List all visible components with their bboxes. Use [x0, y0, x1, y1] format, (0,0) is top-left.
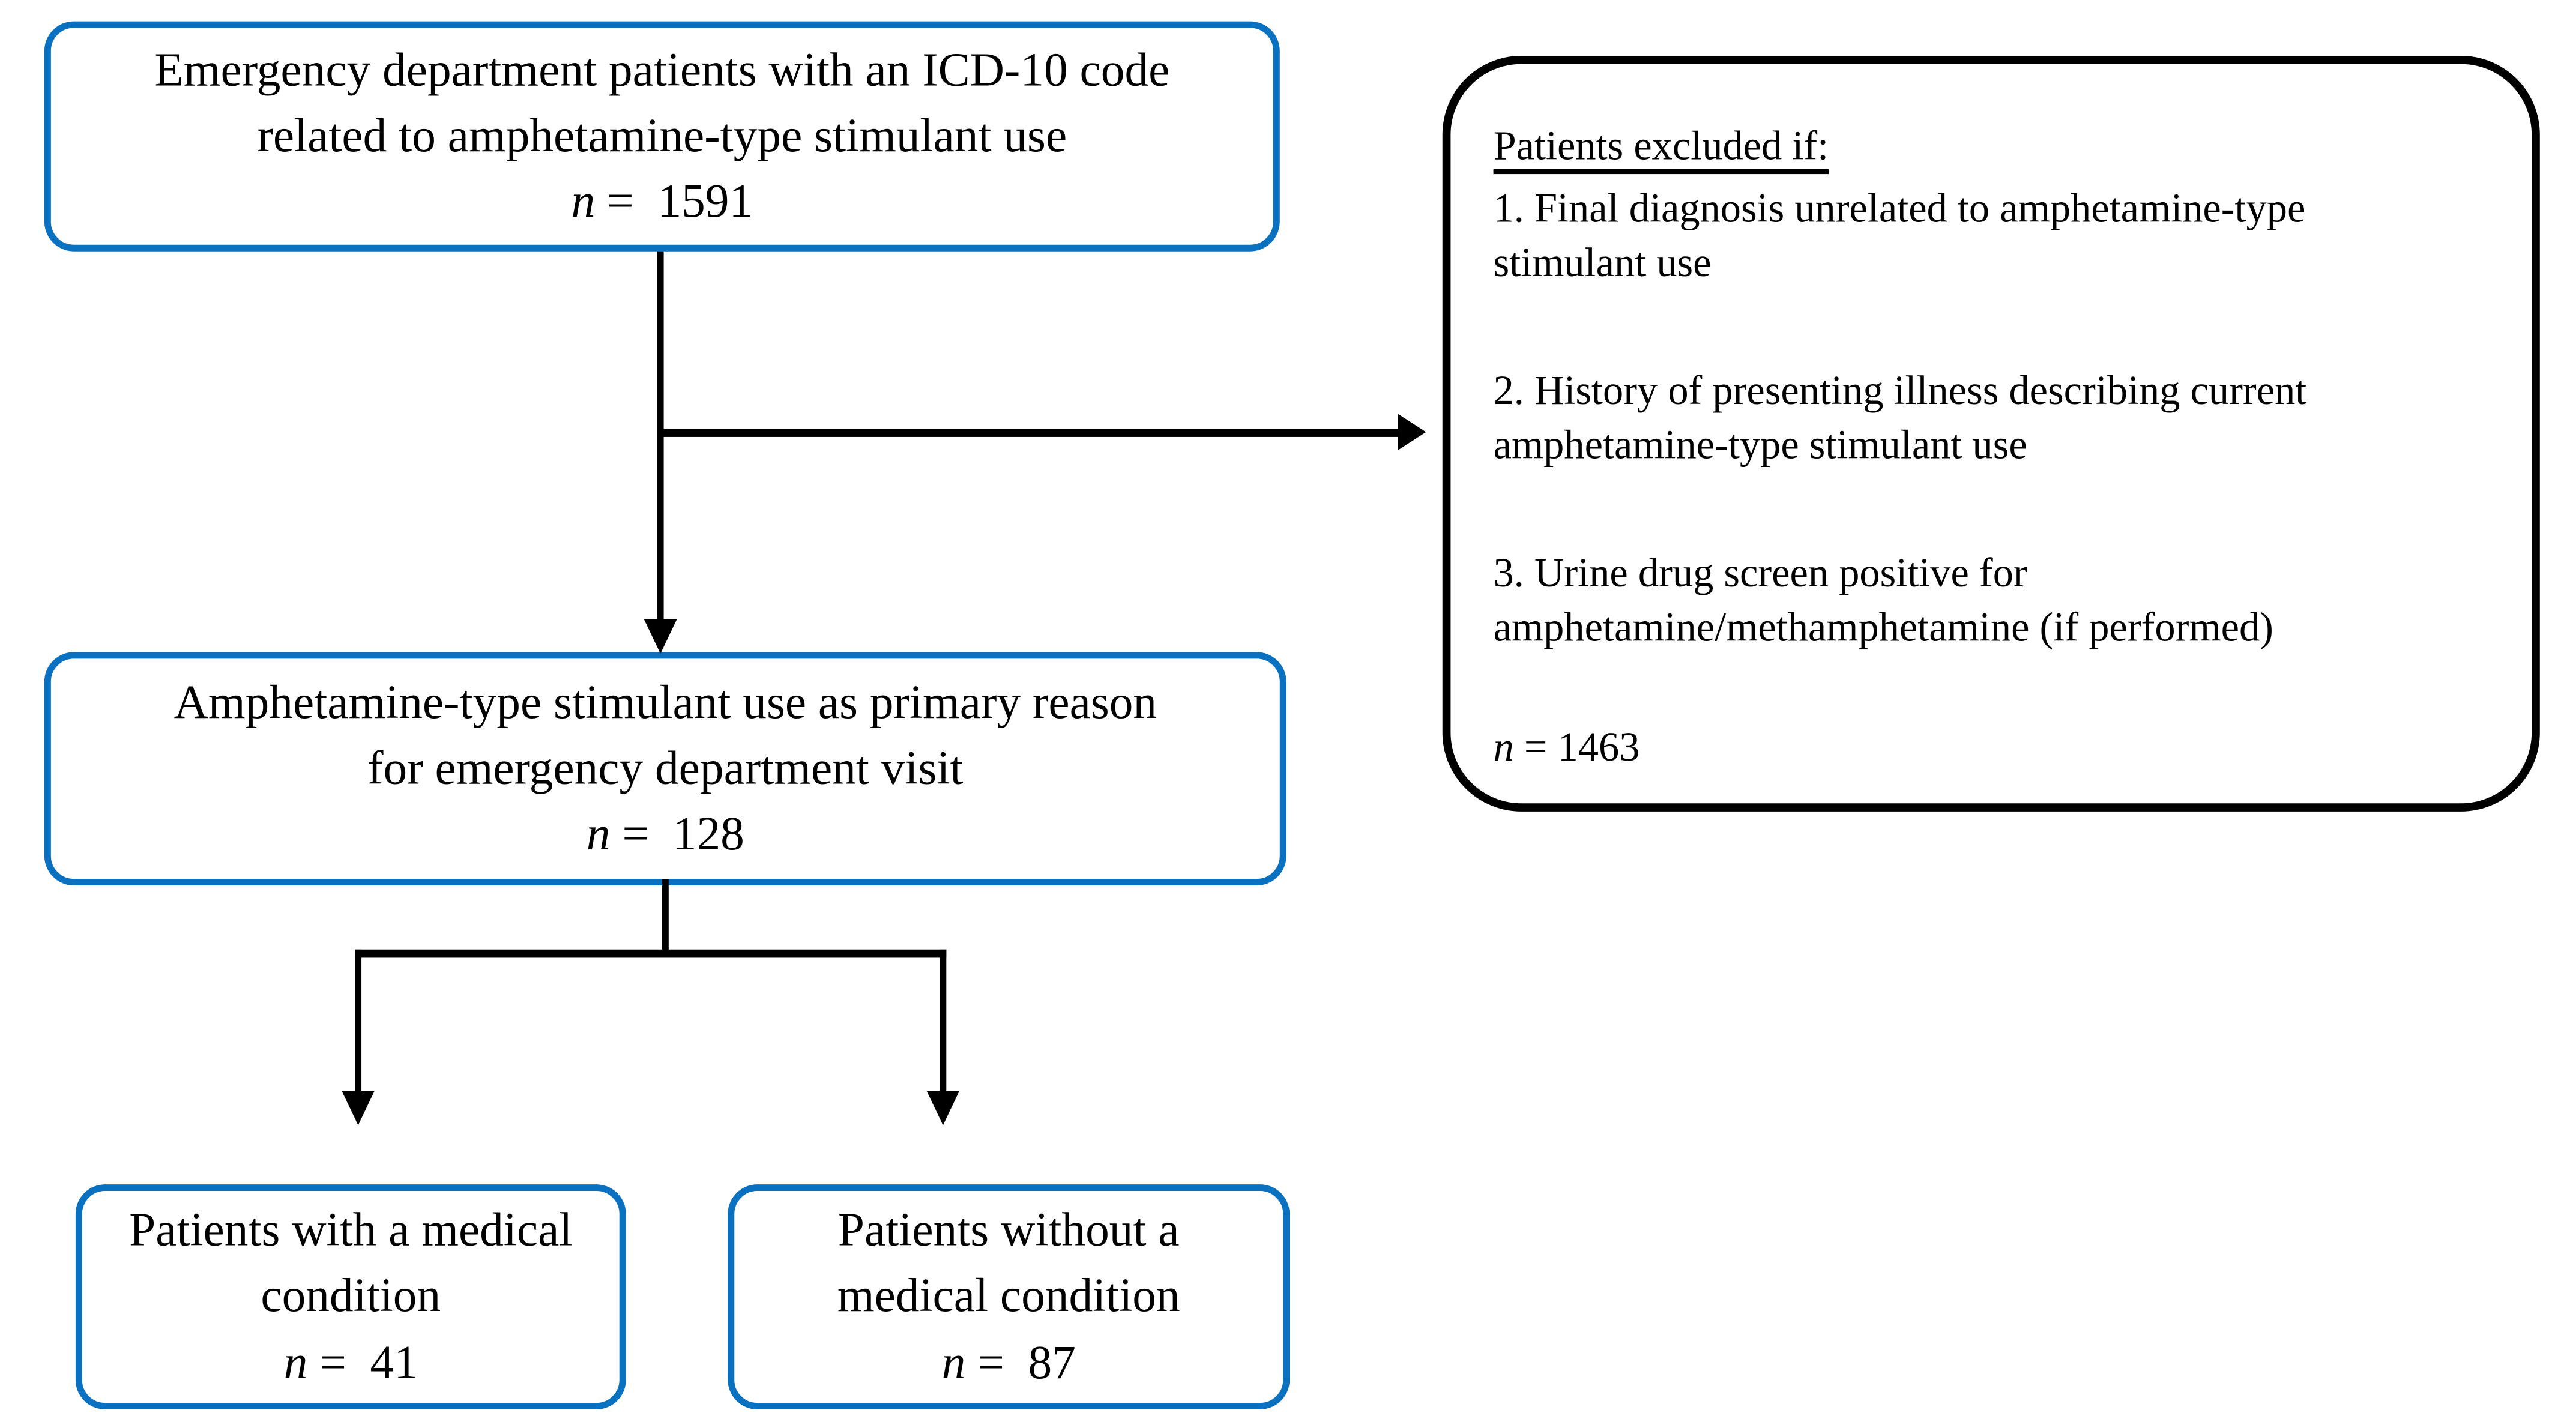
source-box-text: Emergency department patients with an IC…: [154, 44, 1170, 163]
arrowhead-to-no-medical: [926, 1091, 960, 1125]
arrow-to-no-medical: [940, 949, 947, 1094]
exclusion-item-1: 1. Final diagnosis unrelated to amphetam…: [1493, 187, 2306, 286]
arrow-source-to-exclusion: [660, 429, 1398, 437]
n-symbol: n: [586, 808, 611, 861]
arrowhead-to-medical: [342, 1091, 375, 1125]
primary-reason-box-n: n = 128: [587, 801, 744, 867]
n-symbol: n: [571, 175, 596, 229]
n-symbol: n: [283, 1336, 308, 1389]
primary-reason-box-text: Amphetamine-type stimulant use as primar…: [173, 676, 1157, 795]
connector-stem: [662, 879, 669, 956]
no-medical-condition-box: Patients without a medical condition n =…: [728, 1184, 1290, 1410]
n-symbol: n: [1493, 726, 1514, 771]
n-value: = 128: [610, 808, 744, 861]
connector-bar: [355, 949, 947, 958]
medical-condition-box: Patients with a medical condition n = 41: [75, 1184, 626, 1410]
source-box: Emergency department patients with an IC…: [44, 21, 1280, 252]
exclusion-heading-text: Patients excluded if:: [1493, 124, 1829, 169]
primary-reason-box: Amphetamine-type stimulant use as primar…: [44, 652, 1286, 886]
no-medical-condition-box-text: Patients without a medical condition: [837, 1205, 1180, 1324]
no-medical-condition-box-n: n = 87: [942, 1330, 1076, 1396]
exclusion-box: Patients excluded if: 1. Final diagnosis…: [1442, 56, 2540, 812]
arrow-source-to-primary: [657, 251, 664, 619]
n-value: = 87: [965, 1336, 1076, 1389]
arrowhead-source-to-exclusion: [1398, 414, 1426, 450]
exclusion-item-3: 3. Urine drug screen positive for amphet…: [1493, 552, 2273, 651]
arrowhead-source-to-primary: [644, 619, 677, 654]
n-value: = 1463: [1513, 726, 1640, 771]
medical-condition-box-n: n = 41: [284, 1330, 418, 1396]
exclusion-box-n: n = 1463: [1494, 721, 2515, 775]
n-value: = 41: [307, 1336, 418, 1389]
exclusion-heading: Patients excluded if:: [1494, 120, 2515, 174]
source-box-n: n = 1591: [571, 169, 753, 235]
n-symbol: n: [941, 1336, 966, 1389]
medical-condition-box-text: Patients with a medical condition: [129, 1205, 573, 1324]
arrow-to-medical: [355, 949, 362, 1094]
exclusion-item-2: 2. History of presenting illness describ…: [1493, 369, 2307, 468]
n-value: = 1591: [595, 175, 753, 229]
